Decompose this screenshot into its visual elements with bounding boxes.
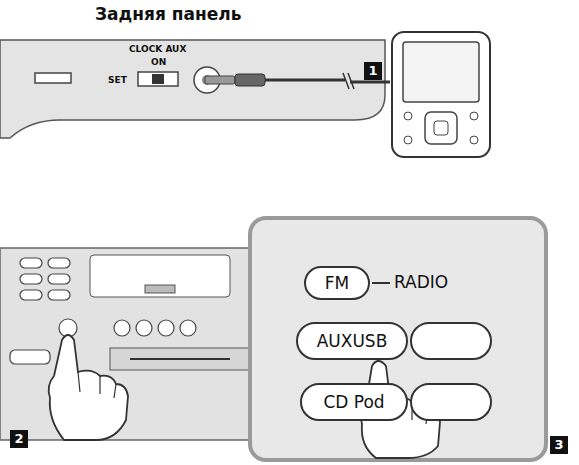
cd-opening: [130, 358, 230, 360]
button-label: FM: [325, 273, 349, 293]
switch-label: CLOCK AUX: [129, 44, 186, 54]
fm-button: FM: [304, 266, 370, 300]
callout-number: 1: [364, 62, 382, 80]
button-label: CD Pod: [323, 392, 384, 412]
hand-lines: [78, 372, 116, 398]
slot: [35, 73, 71, 83]
player-key: [404, 112, 412, 120]
button-label: AUXUSB: [317, 331, 388, 351]
callout-number: 2: [10, 430, 28, 448]
dock-connector: [145, 285, 175, 293]
player-key: [470, 112, 478, 120]
title: Задняя панель: [95, 4, 241, 24]
switch-knob: [152, 74, 164, 84]
aux-usb-button: AUXUSB: [296, 322, 408, 360]
blank-button: [410, 383, 492, 421]
zoom-box: [250, 218, 546, 460]
plug-body: [235, 74, 265, 86]
switch-label: SET: [108, 75, 127, 85]
callout-number: 3: [550, 436, 568, 454]
cable: [265, 80, 390, 82]
player-screen: [403, 42, 479, 102]
plug: [205, 76, 235, 84]
cable-break: [343, 73, 354, 89]
dock: [90, 255, 230, 297]
player-key: [470, 136, 478, 144]
cd-pod-button: CD Pod: [300, 383, 408, 421]
leader-line: [372, 282, 390, 284]
cd-slot: [110, 348, 250, 370]
rear-panel: [0, 40, 385, 138]
switch: [138, 72, 178, 86]
player-device: [392, 32, 490, 157]
player-center: [434, 121, 448, 135]
switch-label: ON: [151, 57, 166, 67]
hand: [49, 335, 128, 440]
blank-button: [410, 322, 492, 360]
player-key: [404, 136, 412, 144]
mode-label: RADIO: [394, 272, 448, 292]
player-pad: [425, 112, 457, 144]
